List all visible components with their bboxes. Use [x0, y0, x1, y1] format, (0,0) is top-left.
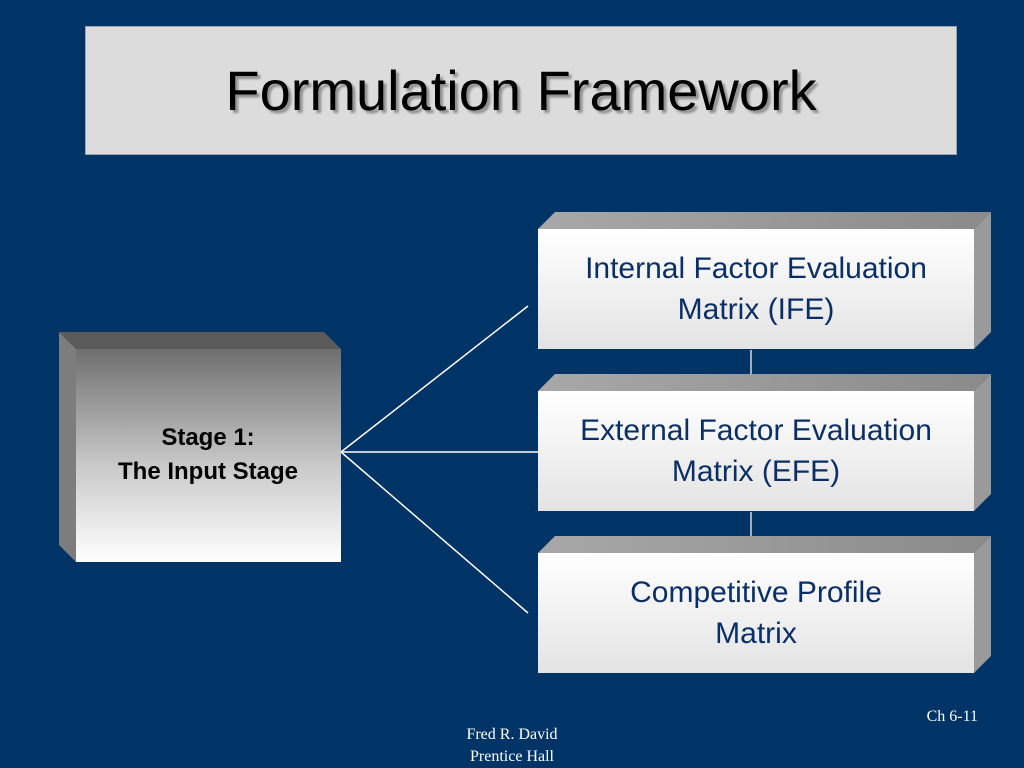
ife-label: Internal Factor Evaluation Matrix (IFE) [538, 229, 974, 349]
connector-to-ife [340, 305, 529, 453]
connector-to-cpm [340, 451, 529, 614]
ife-box: Internal Factor Evaluation Matrix (IFE) [538, 212, 991, 349]
slide-title: Formulation Framework [225, 59, 817, 122]
efe-box: External Factor Evaluation Matrix (EFE) [538, 374, 991, 511]
stage-line2: The Input Stage [118, 458, 298, 485]
footer-publisher: Prentice Hall [470, 748, 554, 765]
stage-box: Stage 1: The Input Stage [59, 332, 341, 562]
footer-author: Fred R. David [466, 726, 558, 743]
cpm-line2: Matrix [715, 617, 797, 650]
footer-credit: Fred R. David Prentice Hall [437, 724, 587, 768]
ife-line2: Matrix (IFE) [677, 293, 835, 326]
cpm-label: Competitive Profile Matrix [538, 553, 974, 673]
ife-line1: Internal Factor Evaluation [585, 252, 927, 285]
efe-line1: External Factor Evaluation [580, 414, 932, 447]
page-number: Ch 6-11 [926, 708, 978, 725]
stage-line1: Stage 1: [161, 424, 255, 451]
efe-line2: Matrix (EFE) [671, 455, 841, 488]
stage-label: Stage 1: The Input Stage [76, 349, 340, 561]
efe-label: External Factor Evaluation Matrix (EFE) [538, 391, 974, 511]
title-box: Formulation Framework [85, 26, 957, 155]
cpm-line1: Competitive Profile [630, 576, 882, 609]
cpm-box: Competitive Profile Matrix [538, 536, 991, 673]
